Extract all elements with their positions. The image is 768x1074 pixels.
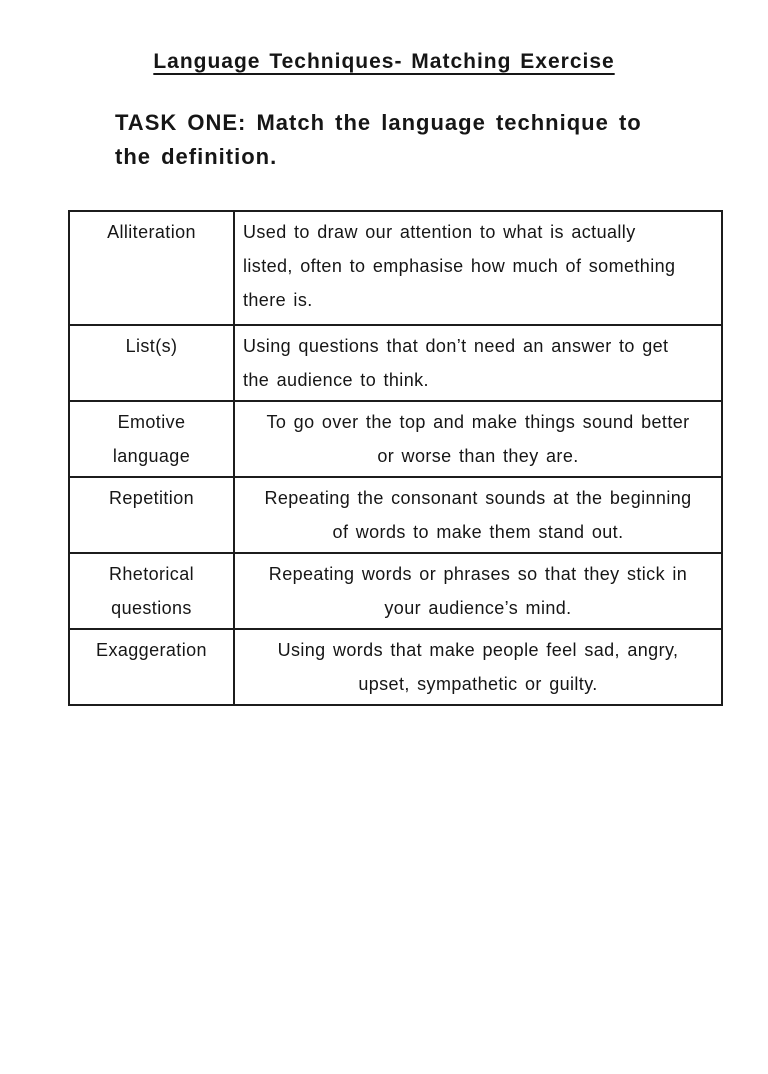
definition-cell: Using words that make people feel sad, a… (233, 628, 723, 706)
definition-cell: Repeating the consonant sounds at the be… (233, 476, 723, 554)
table-row: Rhetorical questions Repeating words or … (68, 552, 723, 630)
technique-cell: Alliteration (68, 210, 235, 326)
table-row: Emotive language To go over the top and … (68, 400, 723, 478)
technique-cell: Exaggeration (68, 628, 235, 706)
matching-table: Alliteration Used to draw our attention … (68, 210, 723, 706)
table-row: List(s) Using questions that don’t need … (68, 324, 723, 402)
definition-cell: Using questions that don’t need an answe… (233, 324, 723, 402)
technique-cell: Repetition (68, 476, 235, 554)
document-page: Language Techniques- Matching Exercise T… (0, 50, 768, 1074)
table-row: Repetition Repeating the consonant sound… (68, 476, 723, 554)
table-row: Exaggeration Using words that make peopl… (68, 628, 723, 706)
technique-cell: Rhetorical questions (68, 552, 235, 630)
technique-cell: Emotive language (68, 400, 235, 478)
definition-cell: Used to draw our attention to what is ac… (233, 210, 723, 326)
table-row: Alliteration Used to draw our attention … (68, 210, 723, 326)
definition-cell: Repeating words or phrases so that they … (233, 552, 723, 630)
definition-cell: To go over the top and make things sound… (233, 400, 723, 478)
page-title: Language Techniques- Matching Exercise (153, 50, 615, 73)
task-heading: TASK ONE: Match the language technique t… (115, 110, 642, 169)
technique-cell: List(s) (68, 324, 235, 402)
